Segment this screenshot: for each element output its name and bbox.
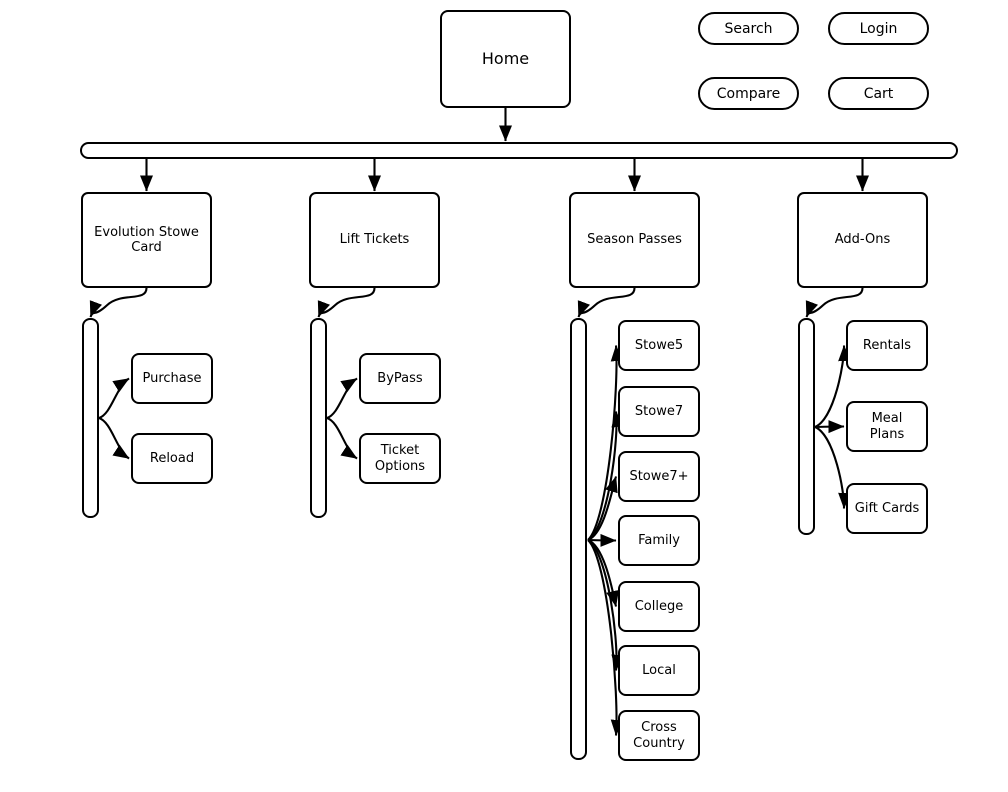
rail-add-ons bbox=[798, 318, 815, 535]
node-college[interactable]: College bbox=[618, 581, 700, 632]
node-ticket-options-label: Ticket Options bbox=[374, 443, 426, 474]
node-stowe7-label: Stowe7+ bbox=[629, 468, 689, 484]
node-family-label: Family bbox=[638, 532, 680, 548]
node-home[interactable]: Home bbox=[440, 10, 571, 108]
node-lift-tickets[interactable]: Lift Tickets bbox=[309, 192, 440, 288]
edge-evolution-stowe-card-to-purchase bbox=[98, 377, 130, 420]
node-bypass[interactable]: ByPass bbox=[359, 353, 441, 404]
edge-season-passes-to-college bbox=[587, 539, 619, 607]
node-purchase-label: Purchase bbox=[142, 370, 202, 386]
node-cross-country-label: Cross Country bbox=[633, 720, 685, 751]
node-cross-country[interactable]: Cross Country bbox=[618, 710, 700, 761]
edge-season-passes-to-stowe7 bbox=[587, 411, 625, 541]
edge-season-passes-to-stowe7 bbox=[587, 476, 618, 541]
edge-season-passes-to-cross-country bbox=[587, 539, 624, 736]
pill-button-label: Login bbox=[859, 20, 898, 37]
edge-add-ons-to-rentals bbox=[814, 345, 852, 428]
pill-button-label: Search bbox=[724, 20, 773, 37]
edge-season-passes-to-family bbox=[587, 533, 617, 547]
node-meal-plans-label: Meal Plans bbox=[869, 411, 905, 442]
rail-lift-tickets bbox=[310, 318, 327, 518]
node-local-label: Local bbox=[642, 662, 676, 678]
edge-lift-tickets-to-bypass bbox=[326, 377, 358, 420]
node-reload-label: Reload bbox=[149, 450, 195, 466]
node-stowe5[interactable]: Stowe5 bbox=[618, 320, 700, 371]
node-stowe7[interactable]: Stowe7+ bbox=[618, 451, 700, 502]
pill-button-label: Compare bbox=[716, 85, 781, 102]
distribution-bar bbox=[80, 142, 958, 159]
node-add-ons-label: Add-Ons bbox=[834, 232, 891, 248]
node-family[interactable]: Family bbox=[618, 515, 700, 566]
node-stowe7[interactable]: Stowe7 bbox=[618, 386, 700, 437]
node-evolution-stowe-card-label: Evolution Stowe Card bbox=[94, 224, 199, 255]
pill-button-login[interactable]: Login bbox=[828, 12, 929, 45]
node-lift-tickets-label: Lift Tickets bbox=[339, 232, 410, 248]
node-stowe5-label: Stowe5 bbox=[634, 337, 684, 353]
node-rentals-label: Rentals bbox=[862, 337, 912, 353]
node-bypass-label: ByPass bbox=[377, 370, 423, 386]
node-rentals[interactable]: Rentals bbox=[846, 320, 928, 371]
node-gift-cards-label: Gift Cards bbox=[854, 500, 920, 516]
edge-add-ons-to-rail bbox=[805, 287, 864, 318]
node-meal-plans[interactable]: Meal Plans bbox=[846, 401, 928, 452]
node-ticket-options[interactable]: Ticket Options bbox=[359, 433, 441, 484]
edge-season-passes-to-stowe5 bbox=[587, 345, 624, 541]
rail-evolution-stowe-card bbox=[82, 318, 99, 518]
node-stowe7-label: Stowe7 bbox=[634, 403, 684, 419]
pill-button-label: Cart bbox=[863, 85, 894, 102]
node-local[interactable]: Local bbox=[618, 645, 700, 696]
node-season-passes[interactable]: Season Passes bbox=[569, 192, 700, 288]
node-reload[interactable]: Reload bbox=[131, 433, 213, 484]
edge-evolution-stowe-card-to-rail bbox=[89, 287, 148, 318]
edge-add-ons-to-gift-cards bbox=[814, 426, 852, 509]
pill-button-search[interactable]: Search bbox=[698, 12, 799, 45]
node-gift-cards[interactable]: Gift Cards bbox=[846, 483, 928, 534]
edge-season-passes-to-local bbox=[587, 539, 625, 671]
edge-add-ons-to-meal-plans bbox=[814, 420, 845, 434]
node-purchase[interactable]: Purchase bbox=[131, 353, 213, 404]
pill-button-cart[interactable]: Cart bbox=[828, 77, 929, 110]
edge-lift-tickets-to-rail bbox=[317, 287, 376, 318]
node-evolution-stowe-card[interactable]: Evolution Stowe Card bbox=[81, 192, 212, 288]
node-add-ons[interactable]: Add-Ons bbox=[797, 192, 928, 288]
edge-season-passes-to-rail bbox=[577, 287, 636, 318]
node-season-passes-label: Season Passes bbox=[587, 232, 682, 248]
node-college-label: College bbox=[634, 598, 684, 614]
edge-evolution-stowe-card-to-reload bbox=[98, 417, 130, 460]
pill-button-compare[interactable]: Compare bbox=[698, 77, 799, 110]
node-home-label: Home bbox=[481, 48, 530, 68]
rail-season-passes bbox=[570, 318, 587, 760]
edge-lift-tickets-to-ticket-options bbox=[326, 417, 358, 460]
